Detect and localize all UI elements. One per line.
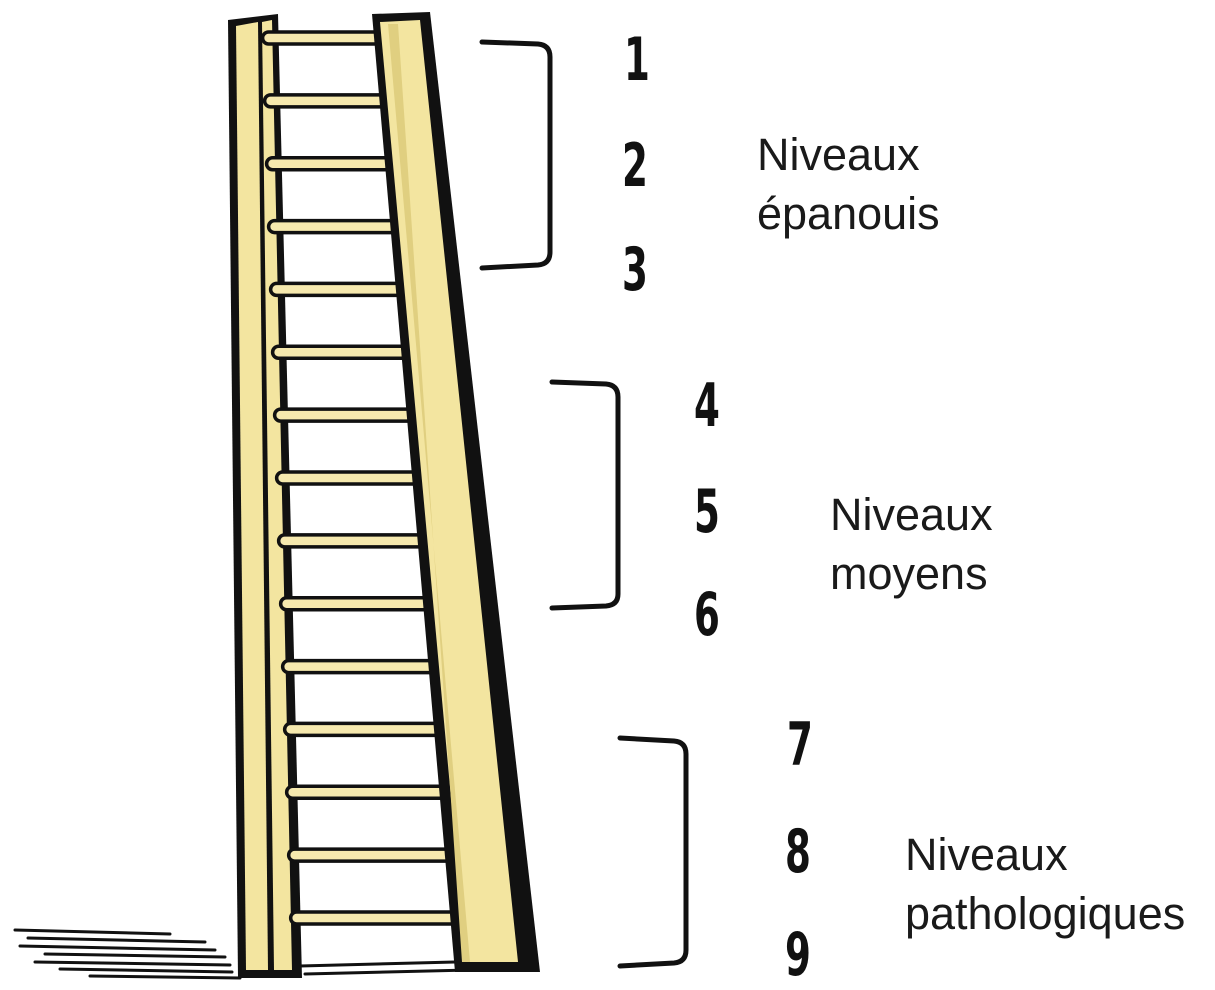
group-1-label-line1: Niveaux [757,129,920,180]
group-1-label-line2: épanouis [757,188,940,239]
level-4-number: 4 [694,371,720,441]
level-6-number: 6 [694,580,720,650]
level-8-number: 8 [785,817,811,887]
group-3-label-line1: Niveaux [905,829,1068,880]
right-rail [372,12,540,972]
level-9-number: 9 [785,920,811,990]
level-3-number: 3 [622,235,648,305]
bracket-group-2 [549,379,621,611]
level-7-number: 7 [787,710,813,780]
group-2-label-line1: Niveaux [830,489,993,540]
group-2-label-line2: moyens [830,548,988,599]
bracket-group-1 [479,39,553,271]
ladder-rungs [260,30,488,926]
ground-shadow [13,928,472,980]
level-1-number: 1 [624,25,650,95]
level-5-number: 5 [694,477,720,547]
level-2-number: 2 [622,131,648,201]
group-3-label-line2: pathologiques [905,888,1186,939]
bracket-group-3 [617,735,689,969]
